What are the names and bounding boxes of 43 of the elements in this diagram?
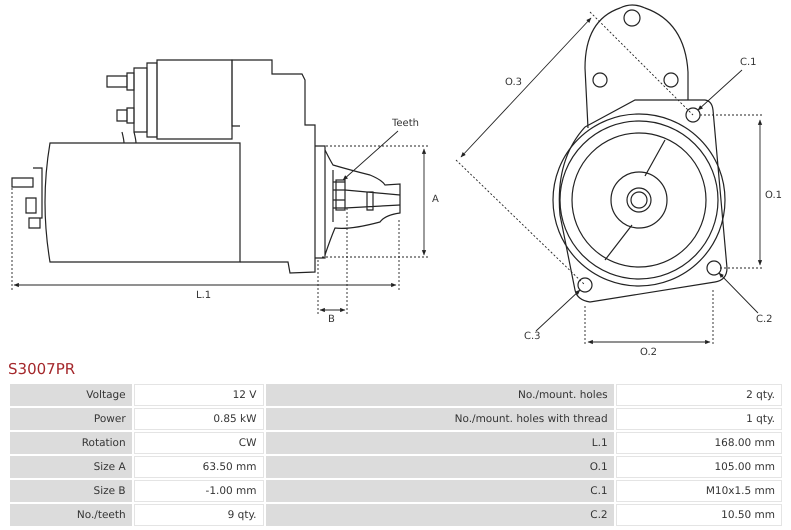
spec-value-cell: 168.00 mm xyxy=(616,432,782,454)
spec-value-cell: 0.85 kW xyxy=(134,408,264,430)
spec-value-cell: 1 qty. xyxy=(616,408,782,430)
spec-value-cell: 105.00 mm xyxy=(616,456,782,478)
spec-value-cell: 10.50 mm xyxy=(616,504,782,526)
spec-name-cell: L.1 xyxy=(266,432,614,454)
spec-name-cell: Voltage xyxy=(10,384,132,406)
spec-name-cell: Rotation xyxy=(10,432,132,454)
spec-name-cell: No./teeth xyxy=(10,504,132,526)
spec-value-cell: CW xyxy=(134,432,264,454)
mounting-hole xyxy=(577,277,593,293)
callout-label: Teeth xyxy=(392,118,419,130)
dimension-label: O.3 xyxy=(505,77,522,89)
spec-value-cell: 2 qty. xyxy=(616,384,782,406)
spec-name-cell: O.1 xyxy=(266,456,614,478)
pinion-teeth xyxy=(335,179,346,211)
dimension-label: A xyxy=(432,194,439,206)
spec-name-cell: C.2 xyxy=(266,504,614,526)
mounting-hole xyxy=(706,260,722,276)
callout-label: C.1 xyxy=(740,57,757,69)
spec-value-cell: 63.50 mm xyxy=(134,456,264,478)
callout-label: C.3 xyxy=(524,331,541,343)
spec-name-cell: No./mount. holes with thread xyxy=(266,408,614,430)
spec-name-cell: Size A xyxy=(10,456,132,478)
dimension-label: L.1 xyxy=(196,290,212,302)
dimension-label: O.2 xyxy=(640,347,658,359)
dimension-label: B xyxy=(328,314,335,326)
spec-name-cell: Size B xyxy=(10,480,132,502)
spec-name-cell: No./mount. holes xyxy=(266,384,614,406)
leader-line xyxy=(536,290,580,332)
callout-label: C.2 xyxy=(756,314,773,326)
spec-value-cell: M10x1.5 mm xyxy=(616,480,782,502)
part-number-heading: S3007PR xyxy=(8,360,76,378)
spec-value-cell: 12 V xyxy=(134,384,264,406)
spec-value-cell: 9 qty. xyxy=(134,504,264,526)
mounting-hole xyxy=(685,107,701,123)
spec-value-cell: -1.00 mm xyxy=(134,480,264,502)
leader-line xyxy=(698,70,742,110)
dimension-label: O.1 xyxy=(765,190,782,202)
leader-line xyxy=(342,130,398,180)
spec-name-cell: C.1 xyxy=(266,480,614,502)
leader-line xyxy=(718,272,758,314)
spec-name-cell: Power xyxy=(10,408,132,430)
